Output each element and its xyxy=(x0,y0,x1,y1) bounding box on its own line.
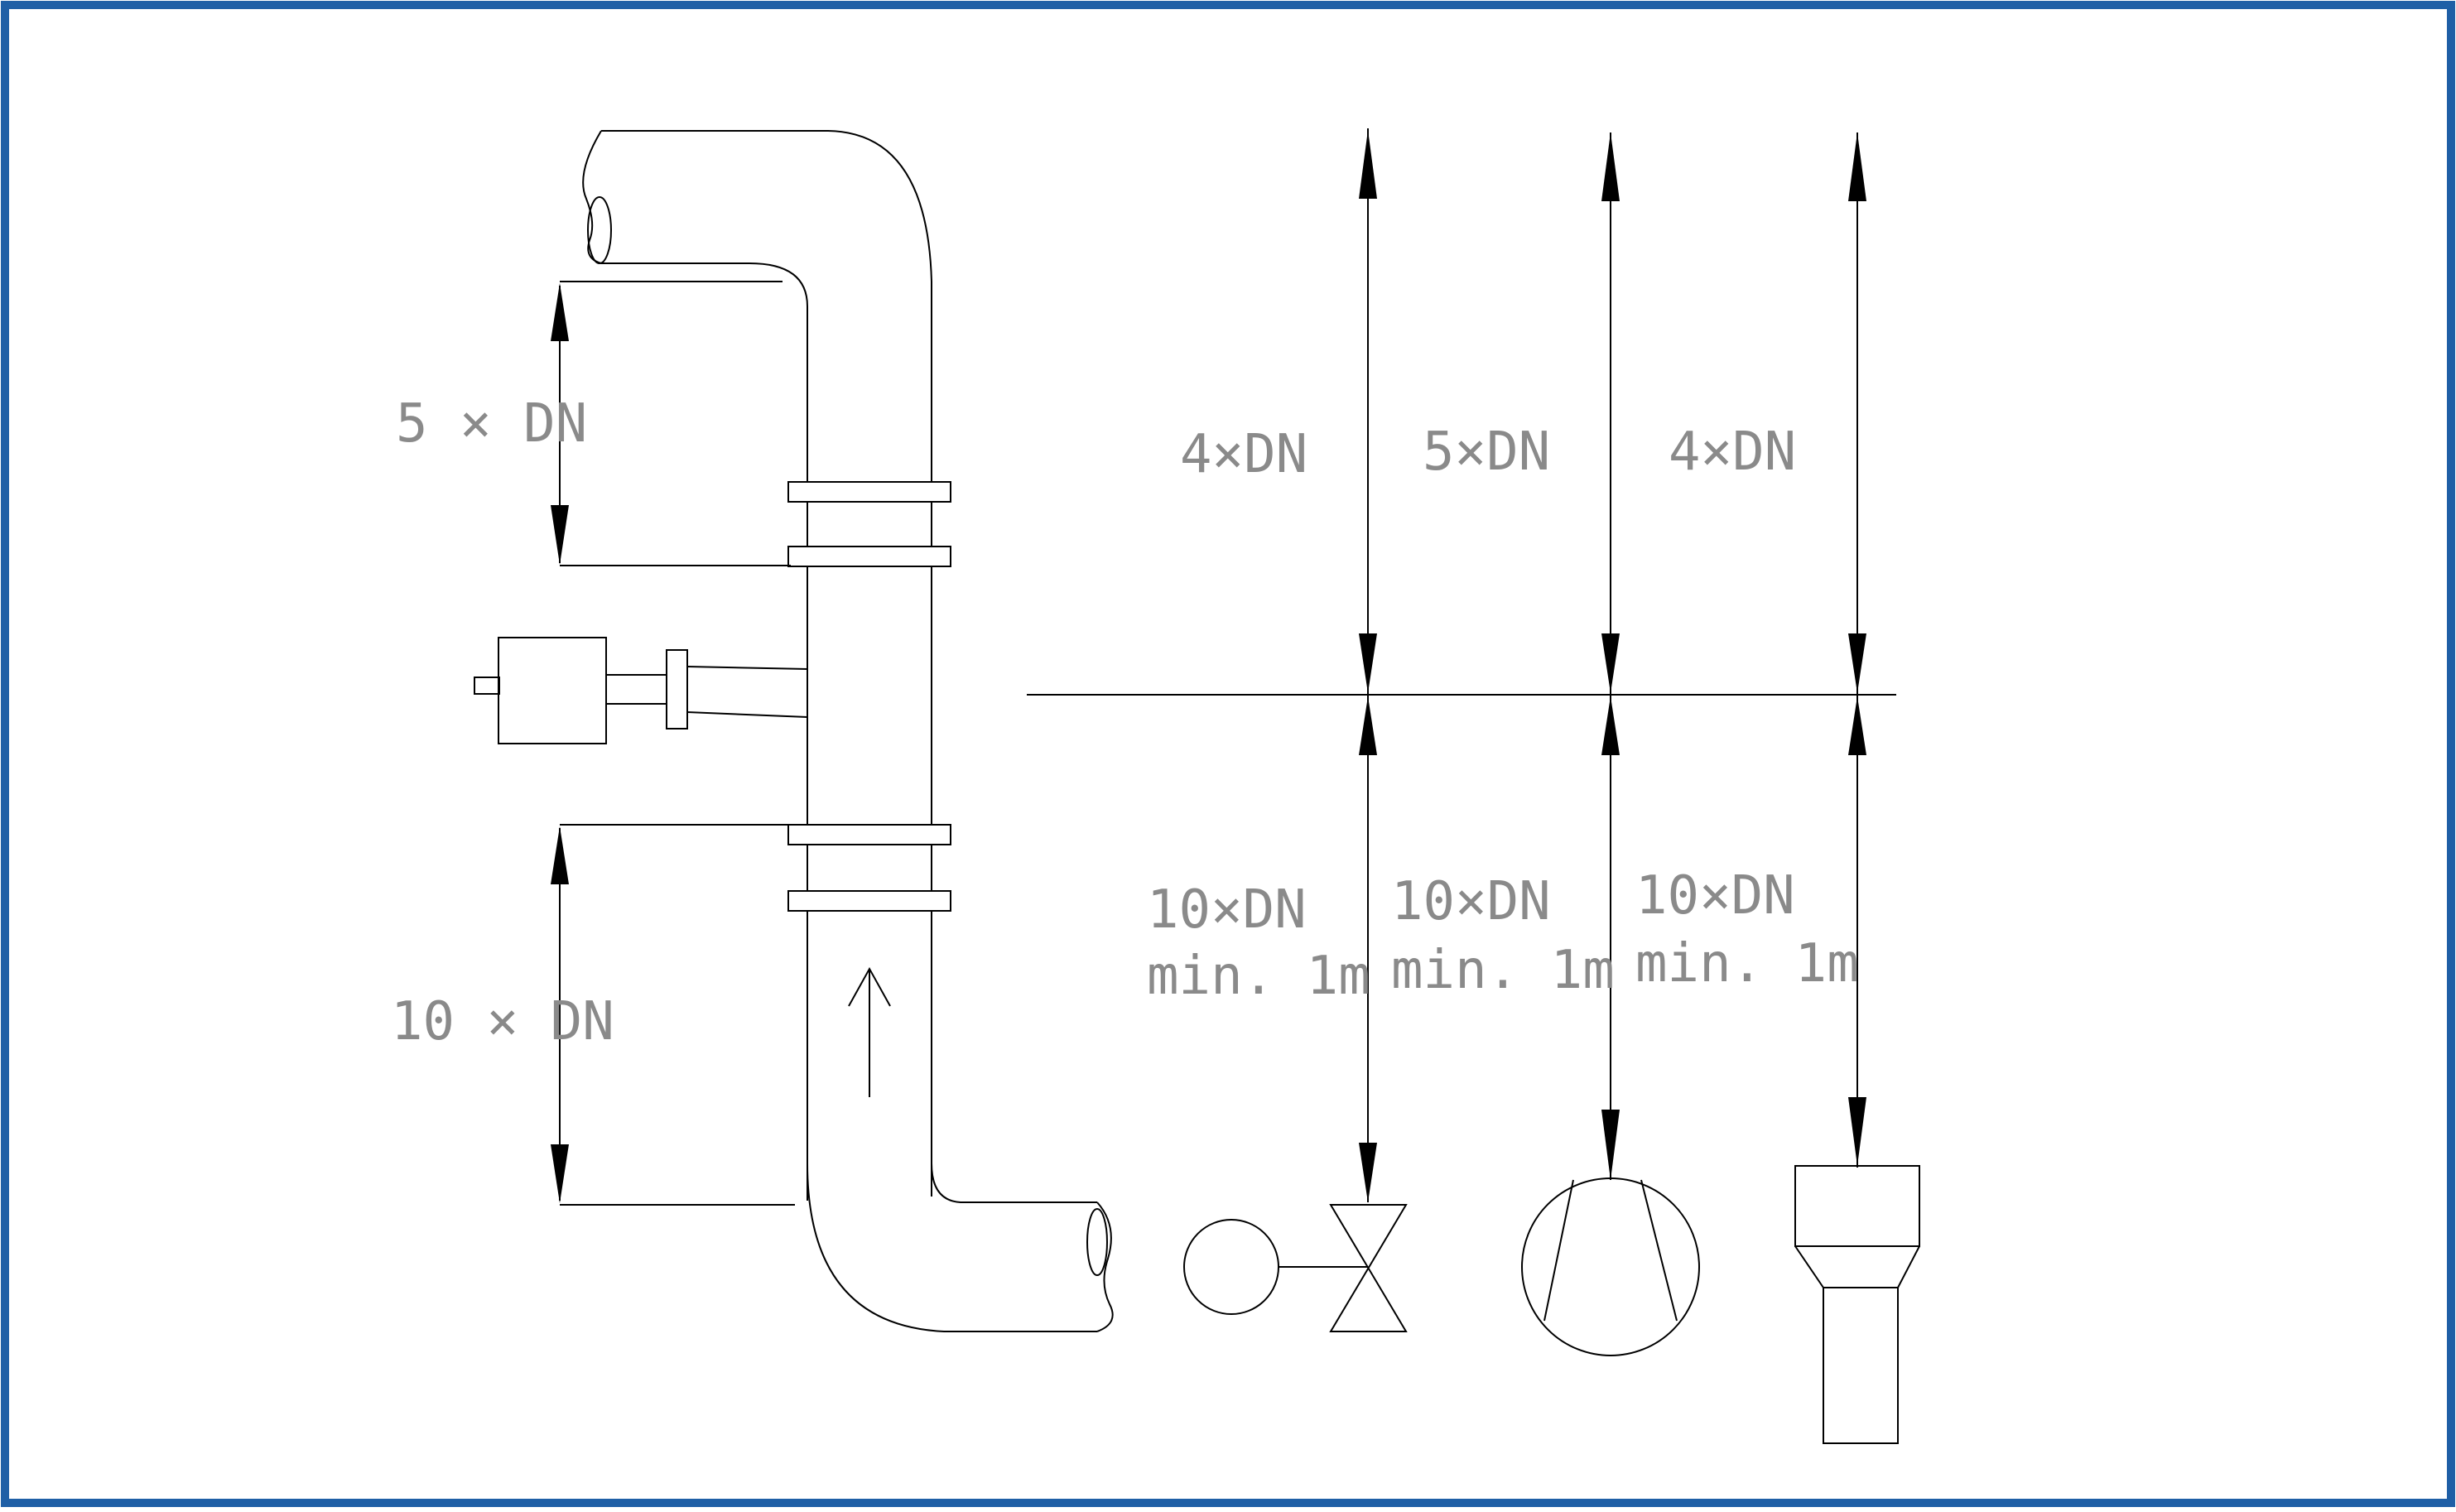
left-upper-dim-label: 5 × DN xyxy=(396,393,587,455)
arrowhead xyxy=(1848,132,1866,201)
column-3-lower-label-2: min. 1m xyxy=(1635,933,1859,994)
arrowhead xyxy=(1359,633,1377,693)
flange-1 xyxy=(787,481,951,503)
lower-pipe-inner xyxy=(931,1163,1097,1203)
upper-pipe-inner xyxy=(601,262,808,1201)
pump-circle xyxy=(1521,1177,1700,1356)
column-1-upper-label: 4×DN xyxy=(1180,424,1307,485)
probe-flange xyxy=(666,649,688,730)
pump-symbol xyxy=(1521,1177,1700,1356)
valve-actuator-circle xyxy=(1183,1219,1279,1315)
transmitter-stub xyxy=(474,677,500,695)
arrowhead xyxy=(551,505,569,565)
flange-4 xyxy=(787,890,951,912)
column-3-upper-label: 4×DN xyxy=(1669,421,1796,483)
left-lower-dim-label: 10 × DN xyxy=(391,991,614,1052)
upper-pipe-break xyxy=(582,130,602,264)
reducer-cone xyxy=(1794,1245,1920,1288)
column-2-lower-label-1: 10×DN xyxy=(1391,871,1551,932)
upper-pipe-outer xyxy=(601,130,932,1197)
arrowhead xyxy=(1359,130,1377,199)
pump-line-left xyxy=(1543,1179,1574,1322)
pipe-assembly xyxy=(474,130,1114,1332)
arrowheads xyxy=(551,130,1866,1203)
lower-pipe-outer xyxy=(807,1163,1097,1332)
column-1-lower-label-1: 10×DN xyxy=(1147,879,1307,941)
arrowhead xyxy=(551,283,569,341)
arrowhead xyxy=(1601,1110,1620,1180)
arrowhead xyxy=(1601,633,1620,693)
arrowhead xyxy=(1359,696,1377,755)
probe-stem-bottom xyxy=(686,711,808,718)
flow-arrow-head xyxy=(848,966,891,1007)
upper-pipe-break-ellipse xyxy=(587,196,612,264)
arrowhead xyxy=(551,826,569,884)
arrowhead xyxy=(551,1144,569,1203)
reducer-outlet xyxy=(1823,1287,1899,1444)
valve-body xyxy=(1329,1204,1408,1332)
left-dimensions xyxy=(559,281,795,1206)
arrowhead xyxy=(1601,696,1620,755)
control-valve-symbol xyxy=(1183,1204,1408,1332)
lower-pipe-break-ellipse xyxy=(1086,1208,1108,1276)
column-2-lower-label-2: min. 1m xyxy=(1391,940,1615,1001)
flange-3 xyxy=(787,824,951,845)
pump-line-right xyxy=(1640,1179,1678,1322)
arrowhead xyxy=(1848,696,1866,755)
flange-2 xyxy=(787,546,951,567)
reducer-top xyxy=(1794,1165,1920,1247)
transmitter-body xyxy=(498,637,607,744)
arrowhead xyxy=(1359,1143,1377,1202)
reducer-symbol xyxy=(1794,1165,1920,1444)
probe-stem-top xyxy=(686,666,808,670)
arrowhead xyxy=(1601,132,1620,201)
column-3-lower-label-1: 10×DN xyxy=(1635,865,1795,927)
column-1-lower-label-2: min. 1m xyxy=(1147,946,1370,1007)
lower-pipe-break xyxy=(1096,1201,1114,1332)
arrowhead xyxy=(1848,1097,1866,1166)
arrowhead xyxy=(1848,633,1866,693)
column-2-upper-label: 5×DN xyxy=(1423,421,1550,483)
